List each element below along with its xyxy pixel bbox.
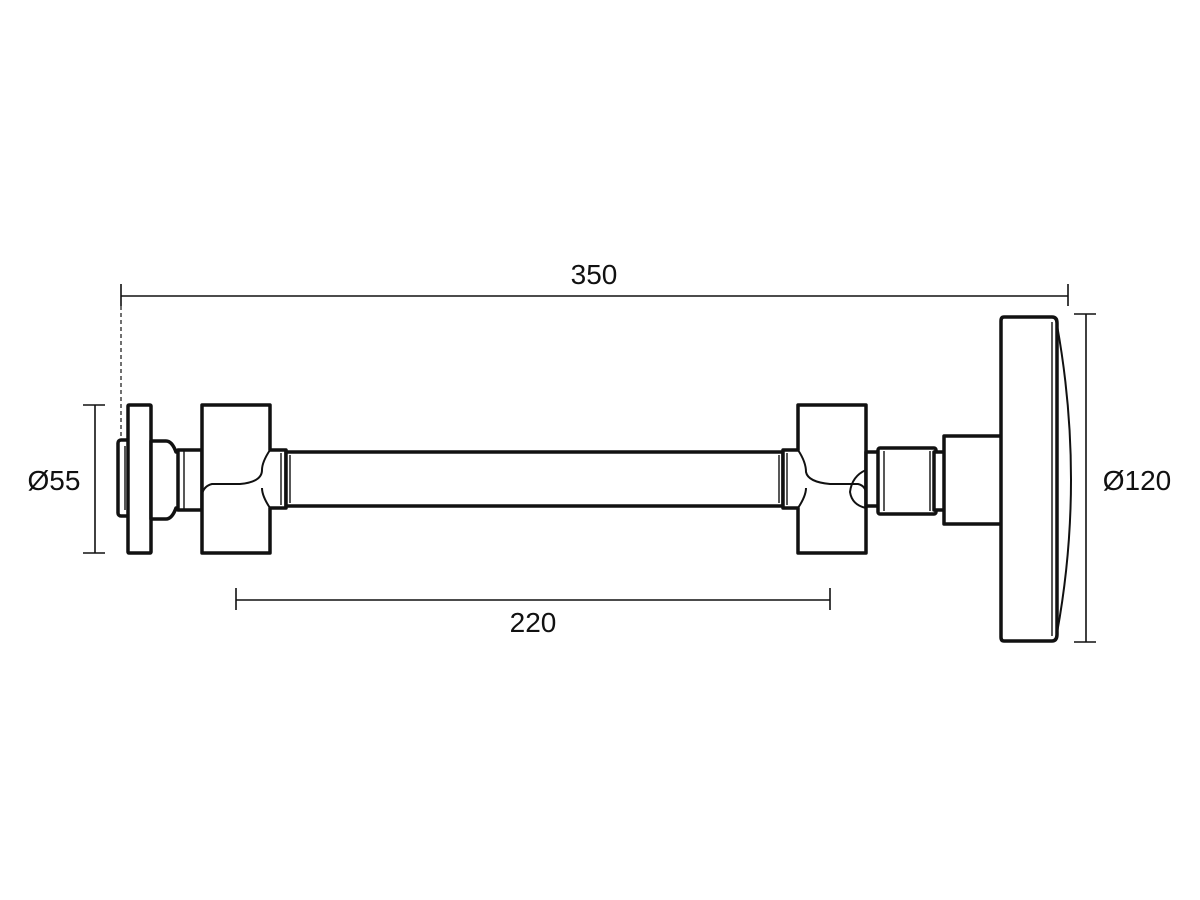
left-clamp-body (200, 403, 288, 555)
left-wall-flange (116, 403, 204, 555)
left-diameter-label: Ø55 (28, 465, 81, 496)
overall-length-label: 350 (571, 259, 618, 290)
right-wall-rose (999, 315, 1072, 643)
left-diameter-dimension: Ø55 (28, 404, 105, 554)
right-diameter-label: Ø120 (1103, 465, 1172, 496)
bar-length-dimension: 220 (235, 588, 831, 638)
overall-length-dimension: 350 (120, 259, 1069, 445)
right-clamp-body (781, 403, 868, 555)
right-diameter-dimension: Ø120 (1074, 313, 1172, 643)
right-coupling (864, 434, 1004, 526)
bar-length-label: 220 (510, 607, 557, 638)
connecting-bar (284, 450, 785, 508)
